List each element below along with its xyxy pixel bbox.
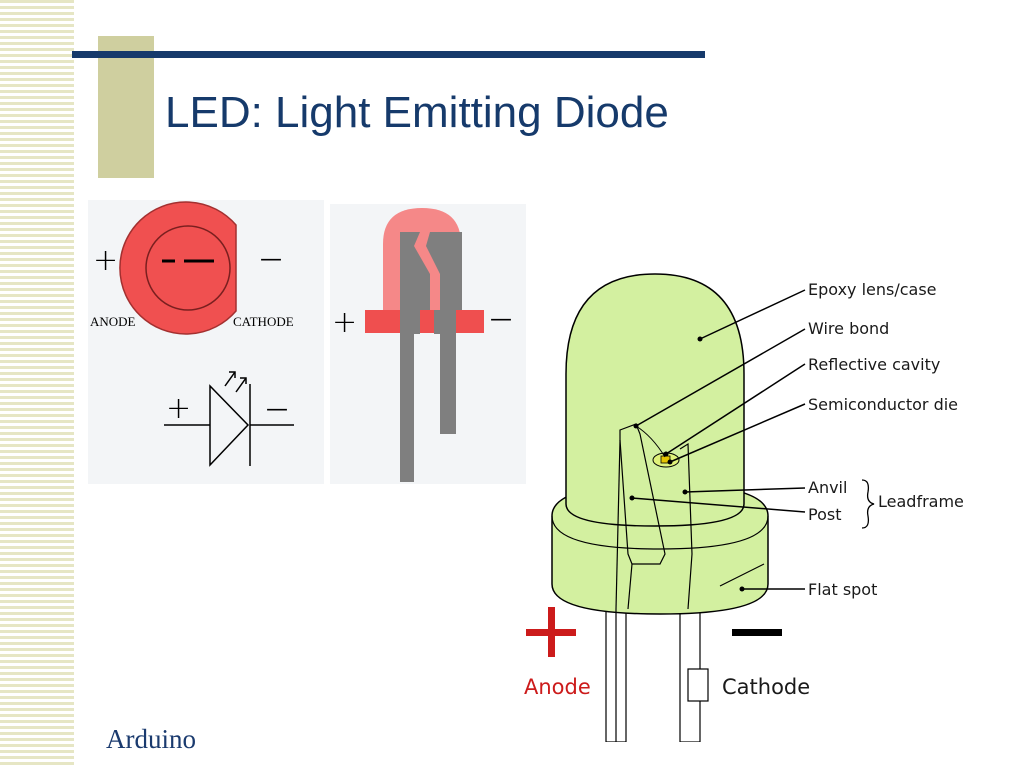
led-inner-ring bbox=[145, 225, 231, 311]
diode-schematic-symbol bbox=[164, 371, 294, 467]
anode-lead bbox=[400, 232, 430, 482]
cathode-minus-marker bbox=[732, 629, 782, 636]
led-flange bbox=[365, 310, 484, 333]
label-epoxy-lens: Epoxy lens/case bbox=[808, 280, 937, 299]
label-wire-bond: Wire bond bbox=[808, 319, 889, 338]
led-anatomy-figure: Epoxy lens/case Wire bond Reflective cav… bbox=[524, 273, 964, 743]
label-semiconductor-die: Semiconductor die bbox=[808, 395, 958, 414]
label-cathode: Cathode bbox=[722, 675, 810, 699]
leader-lines bbox=[631, 289, 806, 590]
anode-plus-marker bbox=[526, 607, 576, 657]
label-post: Post bbox=[808, 505, 841, 524]
lead-details bbox=[615, 609, 709, 742]
cathode-minus-sign: — bbox=[260, 247, 282, 272]
footer-text: Arduino bbox=[106, 724, 196, 754]
led-dome bbox=[565, 273, 745, 527]
flat-spot-edge bbox=[719, 563, 765, 587]
label-anvil: Anvil bbox=[808, 478, 847, 497]
schematic-plus-sign: + bbox=[166, 391, 191, 426]
label-flat-spot: Flat spot bbox=[808, 580, 877, 599]
label-leadframe: Leadframe bbox=[878, 492, 964, 511]
led-base-top-edge bbox=[551, 515, 769, 550]
slide-title: LED: Light Emitting Diode bbox=[165, 88, 669, 137]
decorative-stripe-bar bbox=[0, 0, 74, 768]
led-side-view-figure: + — bbox=[332, 208, 512, 482]
cathode-lead bbox=[426, 232, 462, 434]
anode-label: ANODE bbox=[90, 314, 136, 329]
title-rule bbox=[72, 51, 705, 58]
side-minus-sign: — bbox=[490, 307, 512, 332]
title-accent-block bbox=[98, 36, 154, 178]
led-top-view bbox=[119, 201, 237, 335]
wire-bond-wire bbox=[635, 425, 666, 458]
label-reflective-cavity: Reflective cavity bbox=[808, 355, 940, 374]
led-anatomy-diagram: Epoxy lens/case Wire bond Reflective cav… bbox=[520, 264, 1000, 743]
leadframe-brace bbox=[861, 479, 875, 529]
led-side-view-panel: + — bbox=[330, 204, 526, 484]
leader-dots bbox=[629, 336, 745, 592]
anode-plus-sign: + bbox=[93, 243, 118, 278]
label-anode: Anode bbox=[524, 675, 591, 699]
led-leads bbox=[605, 608, 701, 743]
cathode-label: CATHODE bbox=[233, 314, 294, 329]
led-symbol-panel: + — ANODE CATHODE + — bbox=[88, 200, 324, 484]
led-symbol-figure: + — ANODE CATHODE + — bbox=[90, 201, 294, 467]
side-plus-sign: + bbox=[332, 305, 357, 340]
schematic-minus-sign: — bbox=[266, 397, 288, 422]
